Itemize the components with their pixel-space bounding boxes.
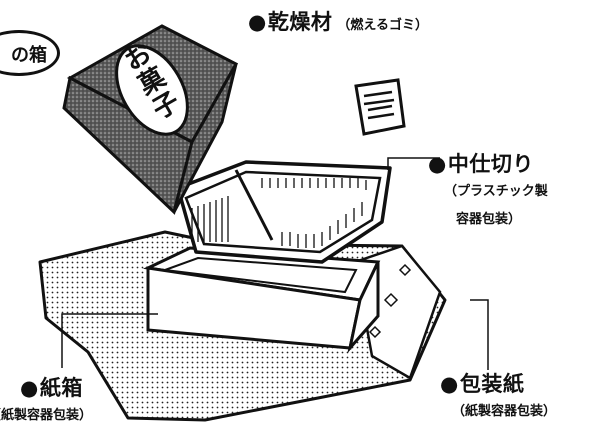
leader-divider [387, 157, 440, 170]
paper-box-name: 紙箱 [20, 372, 83, 402]
leader-paper-box [61, 313, 158, 368]
badge-text: の箱 [11, 45, 47, 66]
wrapping-paper-note: （紙製容器包装） [452, 404, 557, 419]
wrapping-paper-name: 包装紙 [440, 368, 524, 398]
divider-note-line1: （プラスチック製 [444, 184, 548, 199]
desiccant-packet-drawing [354, 78, 406, 136]
leader-wrapping-paper [470, 299, 489, 370]
divider-name: 中仕切り [428, 148, 534, 178]
desiccant-label: 乾燥材 （燃えるゴミ） [248, 6, 428, 36]
paper-box-note: （紙製容器包装） [0, 408, 93, 423]
paper-box-drawing [142, 246, 381, 354]
divider-note-line2: 容器包装） [456, 212, 522, 227]
divider-tray-drawing [176, 160, 392, 264]
box-lid-drawing [62, 24, 239, 215]
desiccant-note: （燃えるゴミ） [337, 18, 429, 33]
lid-label-oval [115, 44, 189, 136]
desiccant-name: 乾燥材 [248, 10, 332, 34]
